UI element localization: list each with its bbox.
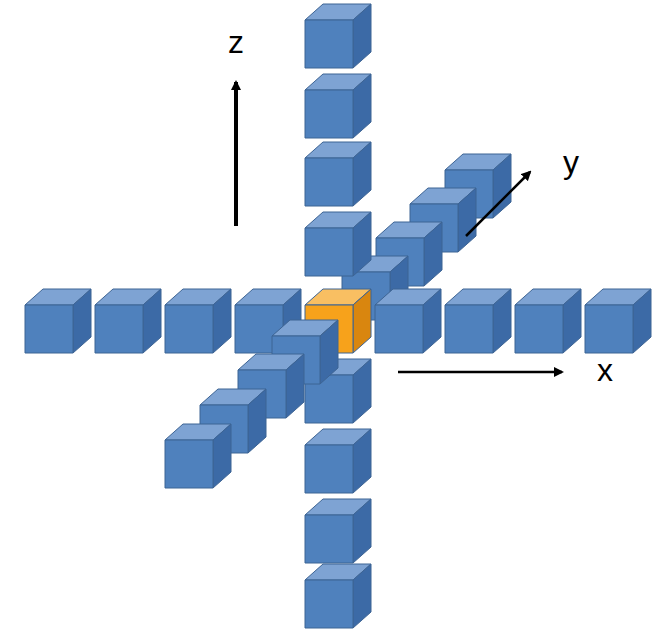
x-axis-label: x [597,354,613,386]
cube-front [445,305,493,353]
cube-front [25,305,73,353]
cube-front [165,440,213,488]
cube-side [248,389,266,453]
cube-front [305,445,353,493]
cube-side [143,289,161,353]
cube-side [353,142,371,206]
cube-side [423,289,441,353]
cube-side [424,222,442,286]
cube-side [353,289,371,353]
cube-front [375,305,423,353]
cube-side [563,289,581,353]
cube-front [515,305,563,353]
cube-side [286,354,304,418]
cube-group [25,4,651,628]
cube-side [353,499,371,563]
y-axis-label: y [563,146,579,178]
cube-side [493,289,511,353]
cube-side [353,429,371,493]
cube-side [213,424,231,488]
cube-front [305,228,353,276]
cube-front [305,158,353,206]
cube-side [73,289,91,353]
cube-side [458,188,476,252]
cube-side [633,289,651,353]
z-axis-label: z [228,26,244,58]
z-axis-arrow [234,82,238,226]
x-axis-arrow [398,371,562,374]
cube-side [353,564,371,628]
cube-side [353,212,371,276]
cube-front [165,305,213,353]
cube-side [353,74,371,138]
cube-side [320,320,338,384]
cube-front [305,20,353,68]
cube-front [305,90,353,138]
cube-front [95,305,143,353]
cube-front [305,580,353,628]
cube-front [585,305,633,353]
cube-side [493,154,511,218]
cube-side [353,4,371,68]
cube-front [305,515,353,563]
y-axis-arrow [466,172,530,236]
cube-side [213,289,231,353]
cube-side [353,359,371,423]
